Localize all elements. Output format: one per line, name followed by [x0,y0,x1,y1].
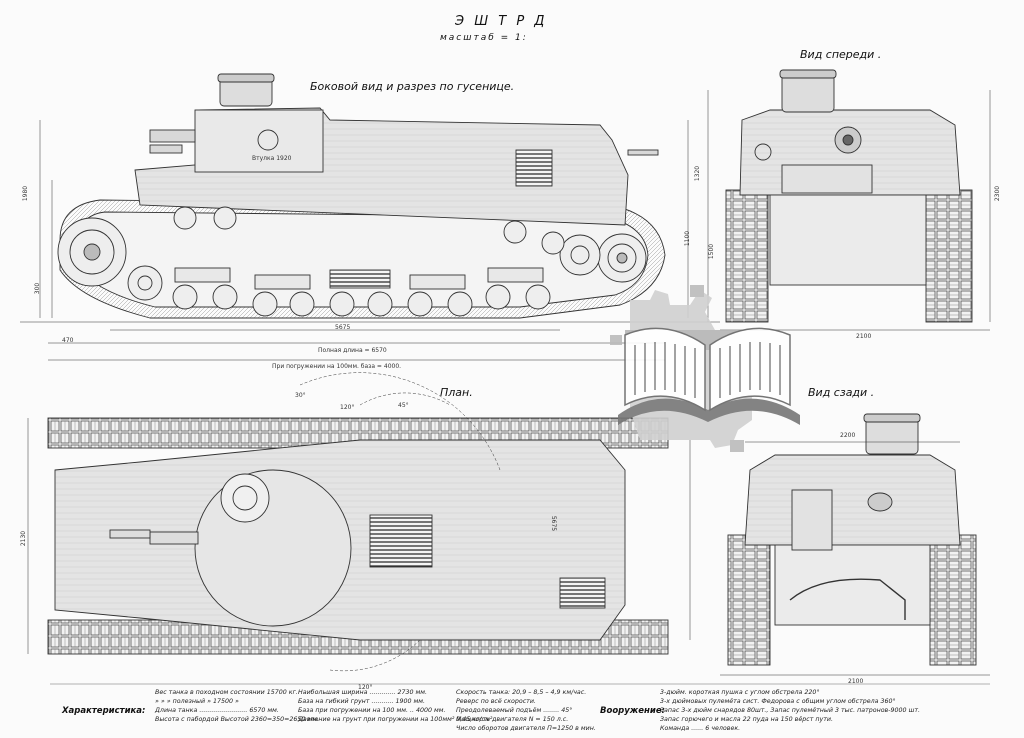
side-dim-300: 300 [34,282,42,295]
front-dim-height2: 1500 [708,243,716,260]
plan-angle-45: 45° [398,402,409,409]
plan-dim-length: 5675 [550,515,558,532]
spec-line: Скорость танка: 20,9 – 8,5 – 4,9 км/час. [456,689,587,696]
spec-line: Длина танка ........................ 657… [155,707,279,714]
side-dim-length: Полная длина = 6570 [318,347,387,354]
sheet-title: Э Ш Т Р Д [455,14,548,29]
book-gear-logo-icon [610,285,800,452]
side-dim-1980: 1980 [22,185,30,202]
sheet-scale: масштаб = 1: [440,33,528,43]
armament-heading: Вооружение: [600,706,665,716]
rear-view-label: Вид сзади . [808,386,875,399]
spec-line: » » » полезный » 17500 » [155,698,239,705]
side-dim-1320: 1320 [694,165,702,182]
spec-line: Мощность двигателя N = 150 л.с. [456,716,569,723]
plan-angle-30: 30° [295,392,306,399]
rear-dim-2100: 2100 [848,678,864,685]
front-view [707,69,991,331]
side-view-label: Боковой вид и разрез по гусенице. [310,80,515,93]
side-dim-470: 470 [62,337,74,344]
armament-line: 3-дюйм. короткая пушка с углом обстрела … [660,689,820,696]
spec-line: Реверс по всё скорости. [456,698,536,705]
armament-line: Запас горючего и масла 22 пуда на 150 вё… [660,716,833,723]
side-dim-base: При погружении на 100мм. база = 4000. [272,363,402,370]
side-road-wheels [57,206,647,317]
plan-view [27,372,691,672]
side-dim-5675: 5675 [335,324,351,331]
spec-line: Число оборотов двигателя П=1250 в мин. [456,725,596,732]
front-dim-height: 2300 [994,185,1002,202]
armament-line: Запас 3-х дюйм снарядов 80шт., Запас пул… [660,707,920,714]
side-dim-1100: 1100 [684,230,692,247]
plan-dim-width: 2130 [20,530,28,547]
front-view-label: Вид спереди . [800,48,882,61]
rear-dim-2200: 2200 [840,432,856,439]
plan-angle-120b: 120° [358,684,373,691]
spec-line: Вес танка в походном состоянии 15700 кг. [155,689,298,696]
spec-line: База при погружении на 100 мм. .. 4000 м… [298,707,446,714]
plan-turret [194,469,352,627]
turret-marking: Втулка 1920 [252,155,292,162]
spec-line: Наибольшая ширина ............. 2730 мм. [298,689,428,696]
spec-line: База на гибкий грунт ........... 1900 мм… [298,698,426,705]
side-view [20,73,720,361]
armament-line: 3-х дюймовых пулемёта сист. Федорова с о… [660,698,896,705]
characteristics-heading: Характеристика: [62,706,146,716]
front-dim-width: 2100 [856,333,872,340]
spec-line: Высота с пабордой Высотой 2360=350=2650 … [155,716,319,723]
armament-line: Команда ...... 6 человек. [660,725,741,732]
spec-line: Преодолеваемый подъём ........ 45° [456,707,573,714]
spec-line: Давление на грунт при погружении на 100м… [298,716,493,723]
plan-view-label: План. [440,386,473,399]
plan-angle-120a: 120° [340,404,355,411]
rear-view [720,413,990,676]
